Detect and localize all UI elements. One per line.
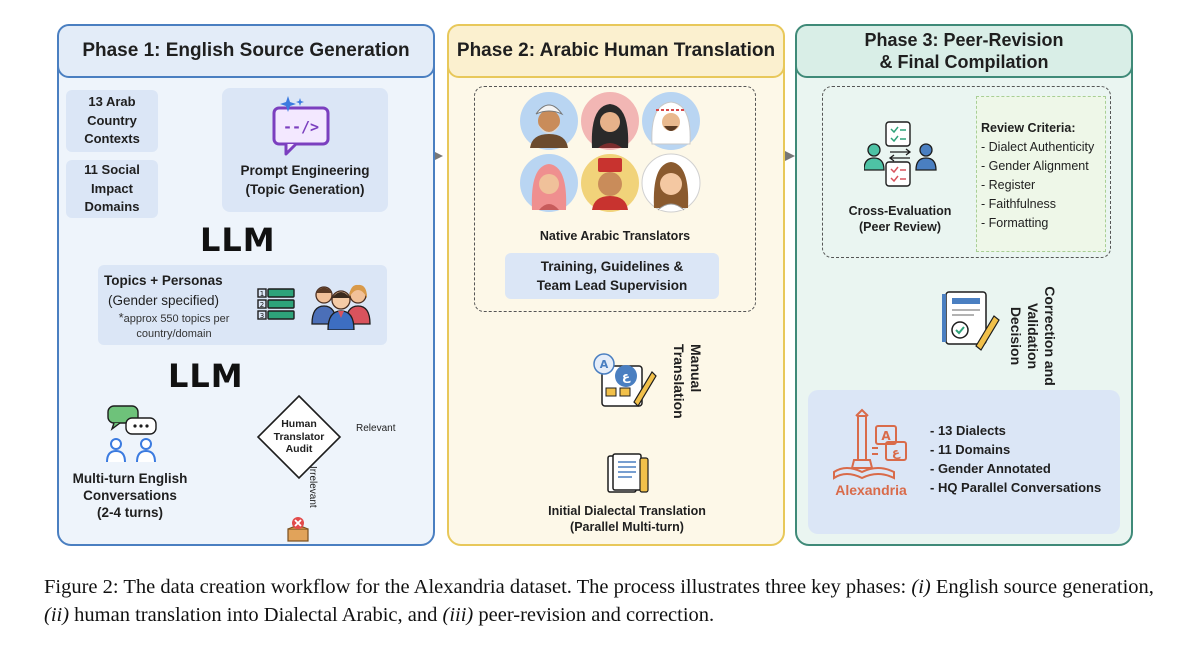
feature-item: - 11 Domains: [930, 442, 1011, 457]
initial-dialectal-translation: Initial Dialectal Translation (Parallel …: [548, 504, 706, 534]
svg-text:1: 1: [260, 290, 264, 298]
translators-group-frame: [474, 86, 756, 312]
manual-translation-icon: A ع: [593, 353, 657, 407]
numbered-list-icon: 1 2 3: [257, 288, 295, 320]
manual-translation-label: Manual Translation: [671, 344, 704, 419]
feature-item: - 13 Dialects: [930, 423, 1006, 438]
svg-text:A: A: [600, 358, 609, 371]
audit-decision-diamond: [256, 394, 342, 480]
phase2-title: Phase 2: Arabic Human Translation: [447, 24, 785, 78]
input-country-contexts: 13 Arab Country Contexts: [66, 90, 158, 152]
criterion-item: - Register: [981, 178, 1036, 192]
avatar-3-icon: [642, 92, 700, 150]
criteria-card: [976, 96, 1106, 252]
feature-item: - Gender Annotated: [930, 461, 1051, 476]
criterion-item: - Dialect Authenticity: [981, 140, 1095, 154]
avatar-5-icon: [581, 154, 639, 212]
svg-text:--/>: --/>: [283, 118, 319, 136]
avatar-2-icon: [581, 92, 639, 150]
cross-evaluation-label: Cross-Evaluation (Peer Review): [848, 204, 952, 234]
feature-item: - HQ Parallel Conversations: [930, 480, 1102, 495]
input-impact-domains: 11 Social Impact Domains: [66, 160, 158, 218]
llm-label-2: LLM: [168, 357, 244, 395]
figure-caption: Figure 2: The data creation workflow for…: [44, 576, 1154, 626]
topics-note: *approx 550 topics per country/domain: [118, 310, 230, 340]
review-frame: [822, 86, 1111, 258]
irrelevant-label: Irrelevant: [307, 466, 318, 508]
relevant-label: Relevant: [356, 423, 396, 434]
llm-label-1: LLM: [200, 221, 276, 259]
correction-validation-label: Correction and Validation Decision: [1008, 286, 1058, 386]
conversation-icon: [106, 405, 157, 463]
final-dataset-features: - 13 Dialects - 11 Domains - Gender Anno…: [930, 421, 1101, 497]
svg-text:2: 2: [260, 301, 264, 309]
svg-text:ع: ع: [622, 369, 631, 383]
validation-document-icon: [942, 291, 1000, 351]
avatar-1-icon: [520, 92, 578, 150]
criterion-item: - Gender Alignment: [981, 159, 1089, 173]
criterion-item: - Formatting: [981, 216, 1049, 230]
translator-avatars: [520, 92, 701, 213]
final-dataset-box: [808, 390, 1120, 534]
phase3-title: Phase 3: Peer-Revision & Final Compilati…: [795, 24, 1133, 78]
criterion-item: - Faithfulness: [981, 197, 1057, 211]
human-translator-audit: Human Translator Audit: [273, 418, 325, 455]
svg-text:ع: ع: [892, 445, 901, 459]
alexandria-logo-icon: A ع: [833, 408, 907, 480]
document-stack-icon: [607, 453, 649, 493]
phase1-title: Phase 1: English Source Generation: [57, 24, 435, 78]
personas-group-icon: [311, 284, 371, 330]
code-prompt-icon: --/>: [272, 96, 330, 156]
avatar-6-icon: [641, 153, 701, 213]
native-arabic-translators: Native Arabic Translators: [539, 229, 691, 243]
peer-review-icon: [864, 121, 937, 187]
discard-box-icon: [287, 517, 309, 542]
review-criteria-list: - Dialect Authenticity - Gender Alignmen…: [981, 138, 1094, 233]
multi-turn-conversations: Multi-turn English Conversations (2-4 tu…: [72, 471, 188, 520]
svg-text:3: 3: [260, 312, 264, 320]
avatar-4-icon: [520, 154, 578, 212]
training-guidelines-box: Training, Guidelines & Team Lead Supervi…: [505, 253, 719, 299]
alexandria-brand: Alexandria: [835, 482, 907, 498]
svg-text:A: A: [881, 429, 891, 443]
review-criteria-title: Review Criteria:: [981, 121, 1076, 135]
